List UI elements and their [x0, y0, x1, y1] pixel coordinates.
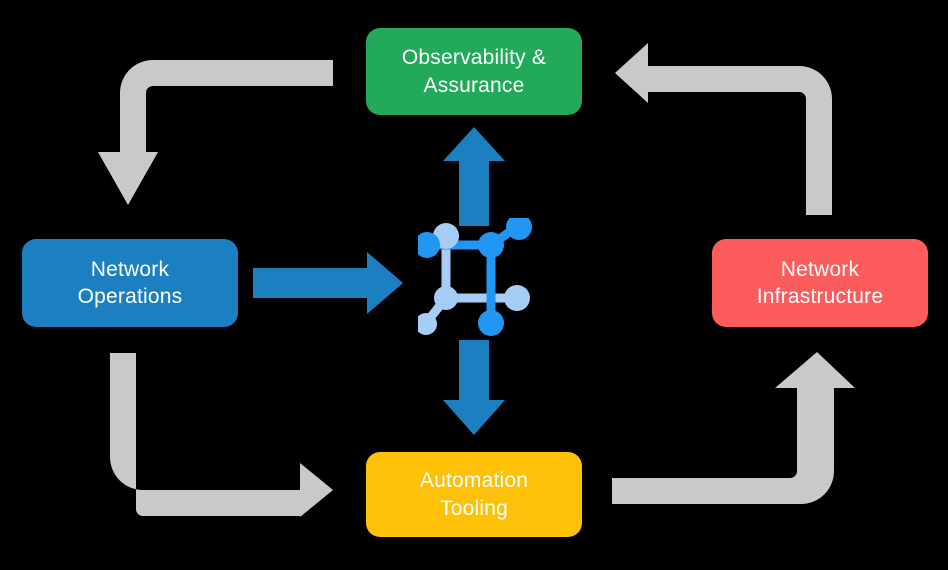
- node-box-observability[interactable]: Observability & Assurance: [366, 28, 582, 115]
- network-icon-primary-nodes: [418, 218, 532, 336]
- arrow-center-to-observability: [443, 127, 505, 226]
- node-box-network-infrastructure[interactable]: Network Infrastructure: [712, 239, 928, 327]
- loop-arrow-operations-to-automation: [110, 353, 333, 517]
- network-icon-secondary-edges: [421, 241, 518, 328]
- arrow-operations-to-center: [253, 252, 403, 314]
- node-box-automation-tooling[interactable]: Automation Tooling: [366, 452, 582, 537]
- loop-arrow-automation-to-infrastructure: [612, 352, 855, 504]
- loop-arrow-observability-to-operations: [98, 60, 333, 205]
- arrow-center-to-automation: [443, 340, 505, 435]
- network-topology-icon: [418, 218, 532, 336]
- node-box-network-operations[interactable]: Network Operations: [22, 239, 238, 327]
- loop-arrow-infrastructure-to-observability: [615, 43, 832, 215]
